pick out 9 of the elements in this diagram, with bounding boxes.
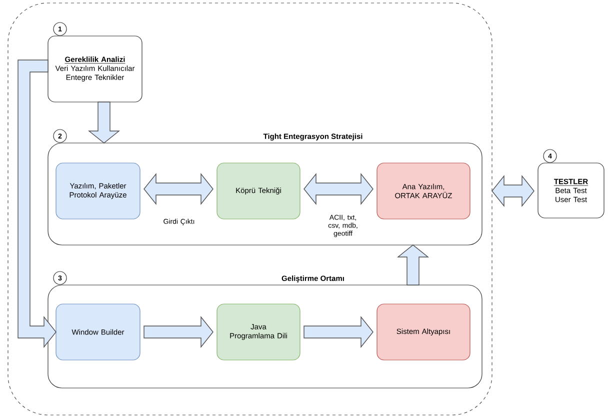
system-boundary bbox=[8, 2, 492, 416]
block-arrow bbox=[88, 102, 120, 144]
block-arrow bbox=[144, 173, 214, 205]
block-arrow bbox=[492, 175, 534, 207]
block-arrow bbox=[397, 244, 429, 286]
block-arrow bbox=[144, 316, 214, 348]
block-arrow bbox=[18, 60, 56, 348]
block-arrow bbox=[304, 173, 374, 205]
block-arrow bbox=[304, 316, 374, 348]
